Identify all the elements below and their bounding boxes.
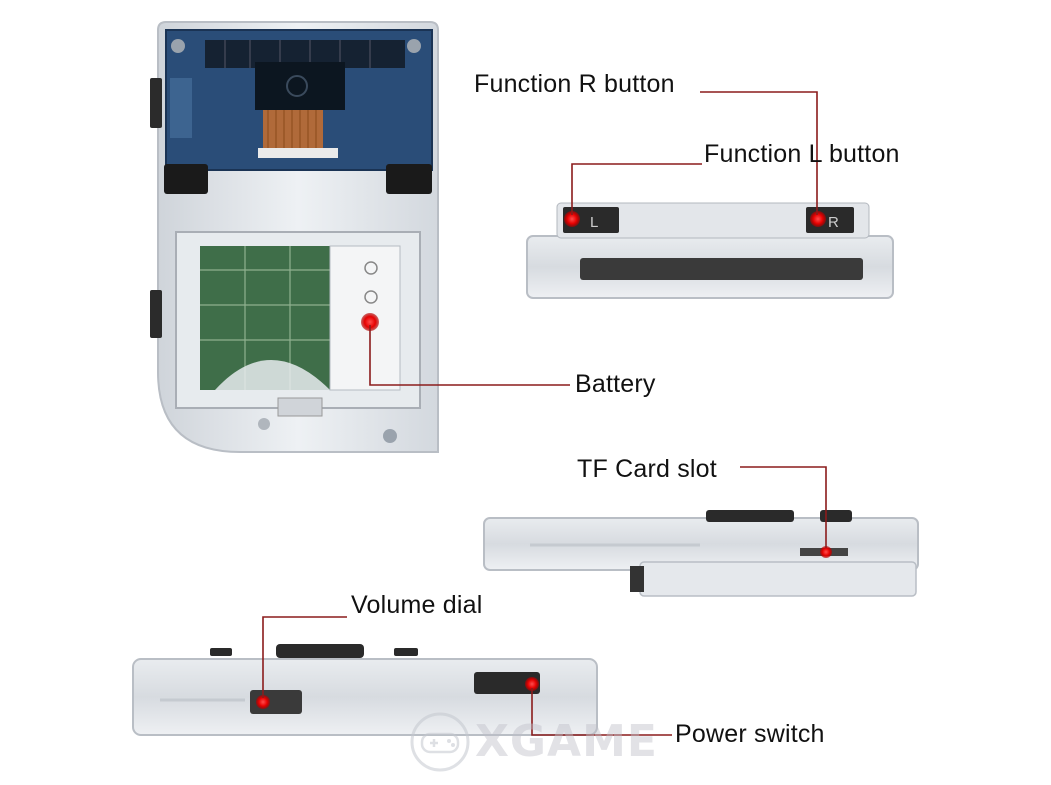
- watermark-text: XGAME: [475, 716, 658, 767]
- leader-lines: [262, 91, 827, 736]
- device-side-view: [483, 510, 919, 597]
- cartridge-slot: [580, 258, 863, 280]
- l-key-label: L: [590, 214, 598, 231]
- label-volume: Volume dial: [351, 591, 483, 619]
- battery-marker: [361, 313, 379, 331]
- power-marker: [525, 677, 539, 691]
- label-power: Power switch: [675, 720, 825, 748]
- label-function-l: Function L button: [704, 140, 900, 168]
- label-tf-card: TF Card slot: [577, 455, 717, 483]
- leader-function-l: [571, 163, 702, 215]
- leader-power: [531, 688, 672, 736]
- leader-battery: [369, 325, 570, 386]
- watermark-logo: [410, 712, 470, 772]
- tf-marker: [820, 546, 832, 558]
- leader-tf-card: [740, 466, 827, 548]
- leader-function-r: [700, 91, 818, 215]
- r-key-label: R: [828, 214, 839, 231]
- device-back-view: [150, 21, 439, 453]
- leader-volume: [262, 616, 347, 698]
- l-marker: [564, 211, 580, 227]
- volume-marker: [256, 695, 270, 709]
- power-switch: [474, 672, 540, 694]
- device-top-view: L R: [526, 202, 894, 299]
- label-function-r: Function R button: [474, 70, 675, 98]
- label-battery: Battery: [575, 370, 656, 398]
- r-marker: [810, 211, 826, 227]
